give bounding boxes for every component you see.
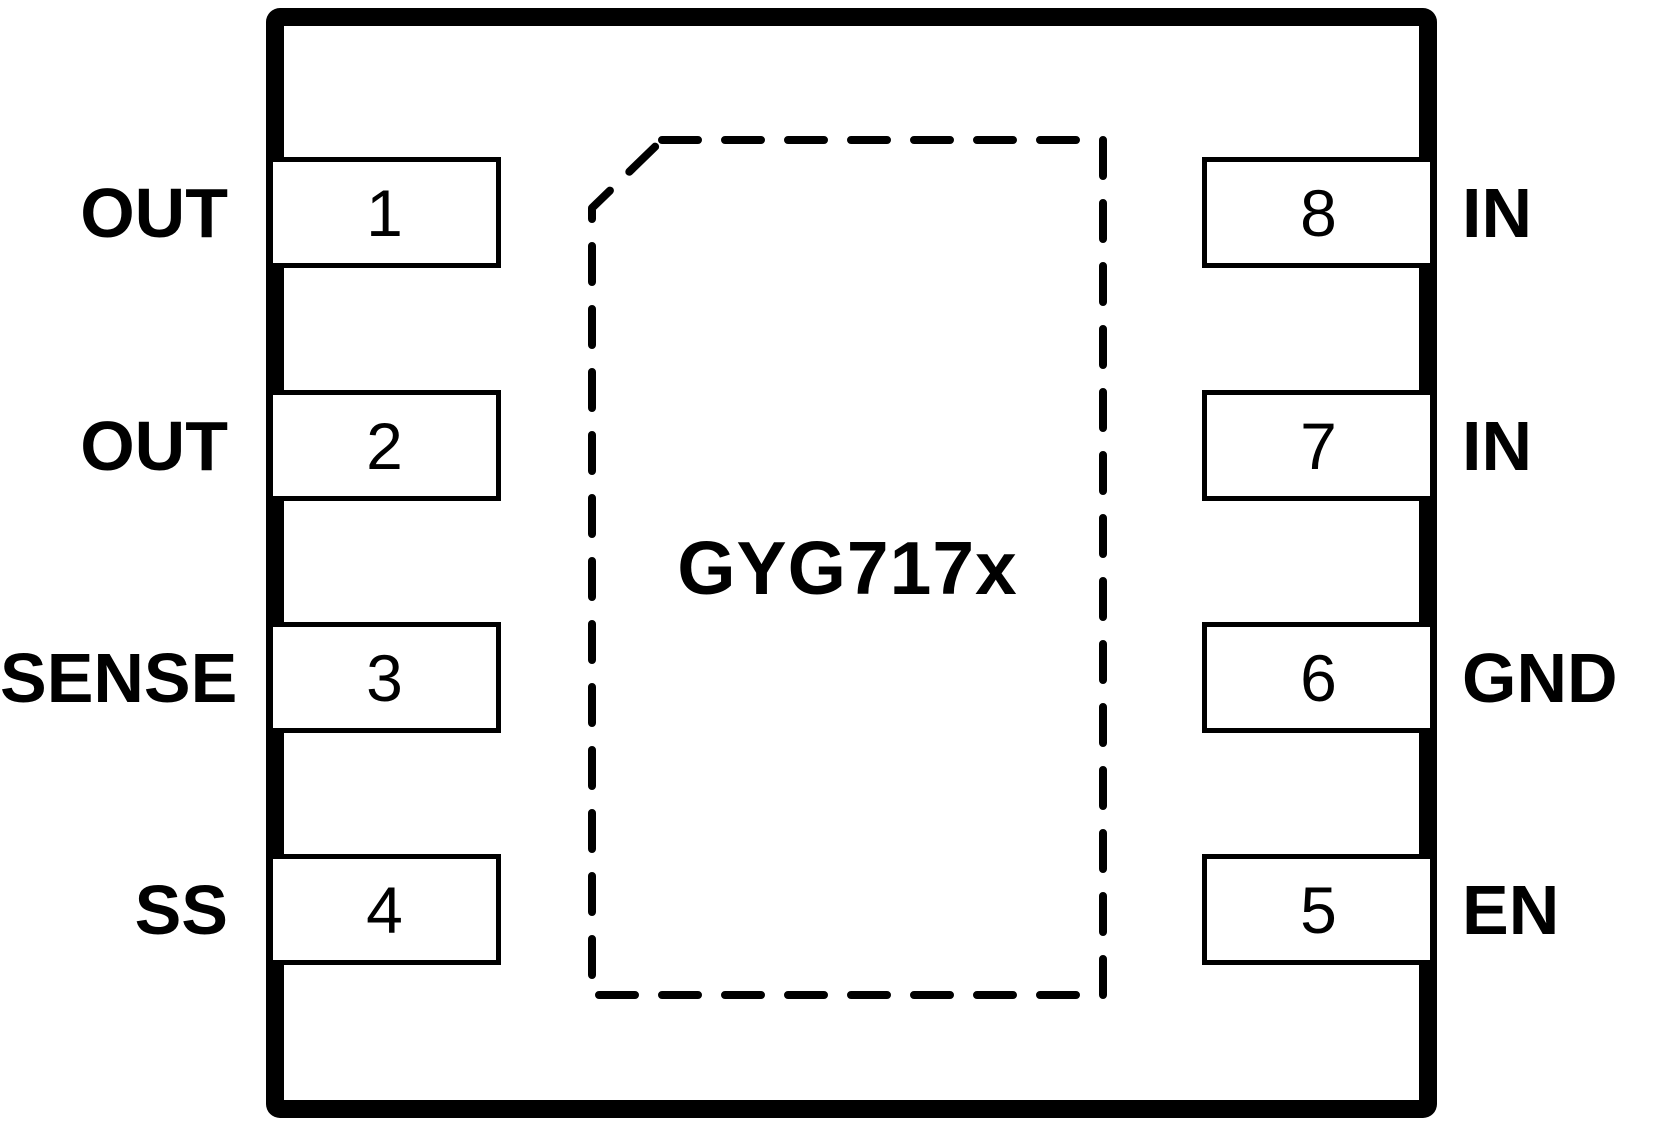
- pin-8-box: 8: [1202, 157, 1435, 268]
- pin-8-number: 8: [1300, 175, 1337, 250]
- pin-5-number: 5: [1300, 872, 1337, 947]
- pin-4-box: 4: [268, 854, 501, 965]
- pin-6-number: 6: [1300, 640, 1337, 715]
- pin-1-label: OUT: [80, 174, 228, 252]
- pin-2-label: OUT: [80, 407, 228, 485]
- pin-5-box: 5: [1202, 854, 1435, 965]
- pin-7-box: 7: [1202, 390, 1435, 501]
- pin-7-number: 7: [1300, 408, 1337, 483]
- pin-5-label: EN: [1462, 871, 1560, 949]
- pin-3-label: SENSE: [0, 639, 238, 717]
- pin-6-label: GND: [1462, 639, 1618, 717]
- pin-7-label: IN: [1462, 407, 1532, 485]
- pin-3-box: 3: [268, 622, 501, 733]
- thermal-pad-dashed-path: [588, 136, 1107, 999]
- pin-8-label: IN: [1462, 174, 1532, 252]
- pin-2-number: 2: [366, 408, 403, 483]
- pin-4-number: 4: [366, 872, 403, 947]
- part-number-label: GYG717x: [677, 526, 1018, 610]
- pin-1-box: 1: [268, 157, 501, 268]
- pin-4-label: SS: [134, 871, 228, 949]
- pin-1-number: 1: [366, 175, 403, 250]
- pin-3-number: 3: [366, 640, 403, 715]
- pin-6-box: 6: [1202, 622, 1435, 733]
- pin-2-box: 2: [268, 390, 501, 501]
- package-outline: [266, 8, 1437, 1118]
